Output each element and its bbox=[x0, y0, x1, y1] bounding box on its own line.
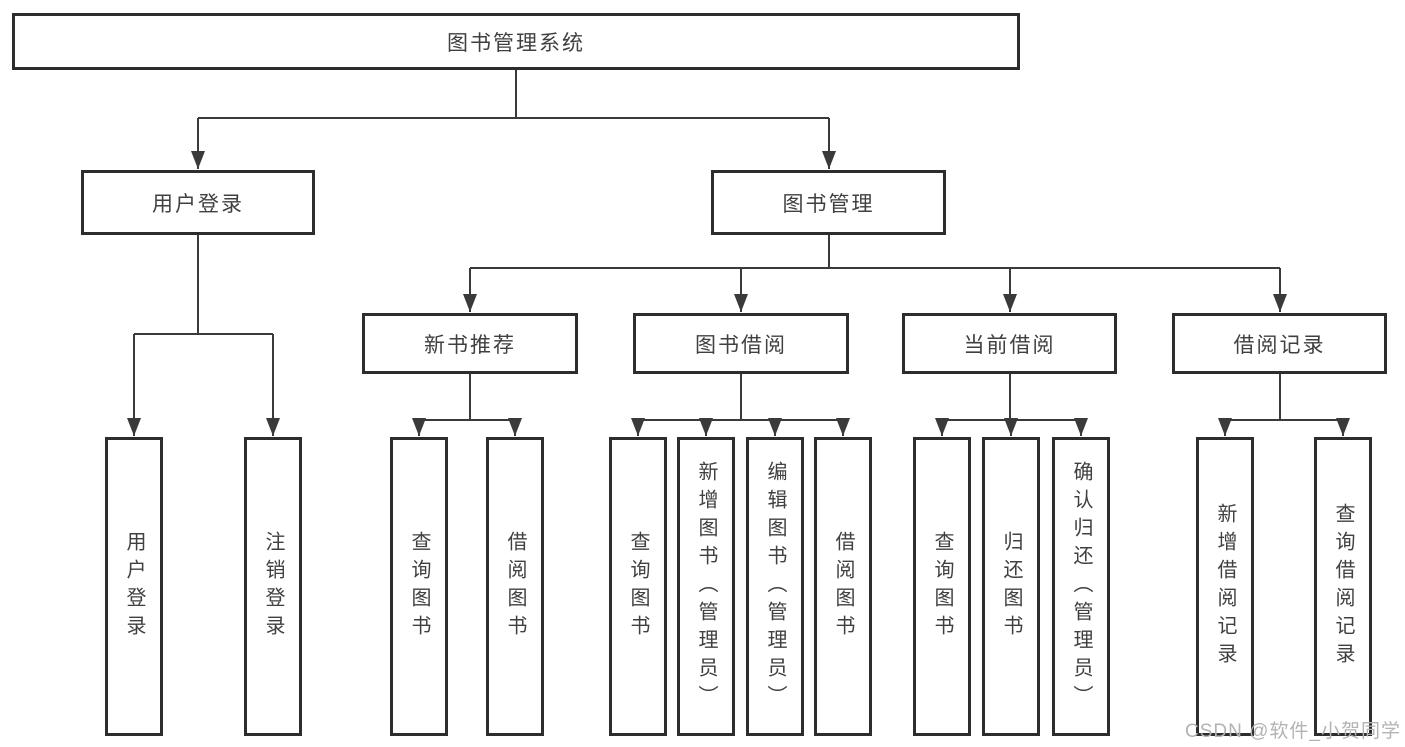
watermark: CSDN @软件_小贺同学 bbox=[1185, 721, 1401, 742]
leaf-current-return-book-label: 归还图书 bbox=[1000, 530, 1022, 643]
leaf-records-add-record: 新增借阅记录 bbox=[1196, 437, 1254, 736]
edges-book-borrow-children bbox=[631, 374, 850, 436]
leaf-borrow-borrow-book-label: 借阅图书 bbox=[832, 530, 854, 643]
node-book-borrow-label: 图书借阅 bbox=[695, 333, 787, 357]
leaf-newrec-borrow-book: 借阅图书 bbox=[486, 437, 544, 736]
node-new-book-rec-label: 新书推荐 bbox=[424, 333, 516, 357]
node-current-borrow-label: 当前借阅 bbox=[963, 333, 1056, 357]
node-root-label: 图书管理系统 bbox=[447, 31, 585, 55]
leaf-borrow-edit-book: 编辑图书（管理员） bbox=[746, 437, 804, 736]
leaf-newrec-query-book: 查询图书 bbox=[390, 437, 448, 736]
leaf-user-login: 用户登录 bbox=[105, 437, 163, 736]
leaf-logout-label: 注销登录 bbox=[262, 530, 284, 643]
leaf-current-confirm-return: 确认归还（管理员） bbox=[1052, 437, 1110, 736]
node-book-mgmt-label: 图书管理 bbox=[782, 192, 875, 216]
leaf-borrow-query-book-label: 查询图书 bbox=[627, 530, 649, 643]
node-root: 图书管理系统 bbox=[12, 13, 1020, 70]
leaf-records-query-record-label: 查询借阅记录 bbox=[1332, 502, 1354, 671]
node-user-login-label: 用户登录 bbox=[152, 192, 244, 216]
leaf-current-query-book: 查询图书 bbox=[913, 437, 971, 736]
node-borrow-records: 借阅记录 bbox=[1172, 313, 1387, 374]
leaf-borrow-add-book-label: 新增图书（管理员） bbox=[695, 460, 717, 713]
leaf-current-confirm-return-label: 确认归还（管理员） bbox=[1070, 460, 1092, 713]
leaf-newrec-borrow-book-label: 借阅图书 bbox=[504, 530, 526, 643]
node-new-book-rec: 新书推荐 bbox=[362, 313, 578, 374]
edges-book-mgmt-children bbox=[463, 235, 1287, 312]
leaf-borrow-edit-book-label: 编辑图书（管理员） bbox=[764, 460, 786, 713]
leaf-borrow-borrow-book: 借阅图书 bbox=[814, 437, 872, 736]
leaf-current-query-book-label: 查询图书 bbox=[931, 530, 953, 643]
edges-new-rec-children bbox=[412, 374, 522, 436]
node-book-mgmt: 图书管理 bbox=[711, 170, 946, 235]
node-current-borrow: 当前借阅 bbox=[902, 313, 1117, 374]
leaf-current-return-book: 归还图书 bbox=[982, 437, 1040, 736]
edges-current-borrow-children bbox=[935, 374, 1088, 436]
leaf-borrow-add-book: 新增图书（管理员） bbox=[677, 437, 735, 736]
node-borrow-records-label: 借阅记录 bbox=[1233, 333, 1326, 357]
leaf-user-login-label: 用户登录 bbox=[123, 530, 145, 643]
leaf-newrec-query-book-label: 查询图书 bbox=[408, 530, 430, 643]
node-user-login: 用户登录 bbox=[81, 170, 315, 235]
leaf-records-query-record: 查询借阅记录 bbox=[1314, 437, 1372, 736]
node-book-borrow: 图书借阅 bbox=[633, 313, 849, 374]
leaf-logout: 注销登录 bbox=[244, 437, 302, 736]
leaf-records-add-record-label: 新增借阅记录 bbox=[1214, 502, 1236, 671]
edges-borrow-records-children bbox=[1218, 374, 1350, 436]
edges-root-to-level2 bbox=[191, 70, 836, 169]
leaf-borrow-query-book: 查询图书 bbox=[609, 437, 667, 736]
edges-user-login-children bbox=[127, 235, 280, 436]
